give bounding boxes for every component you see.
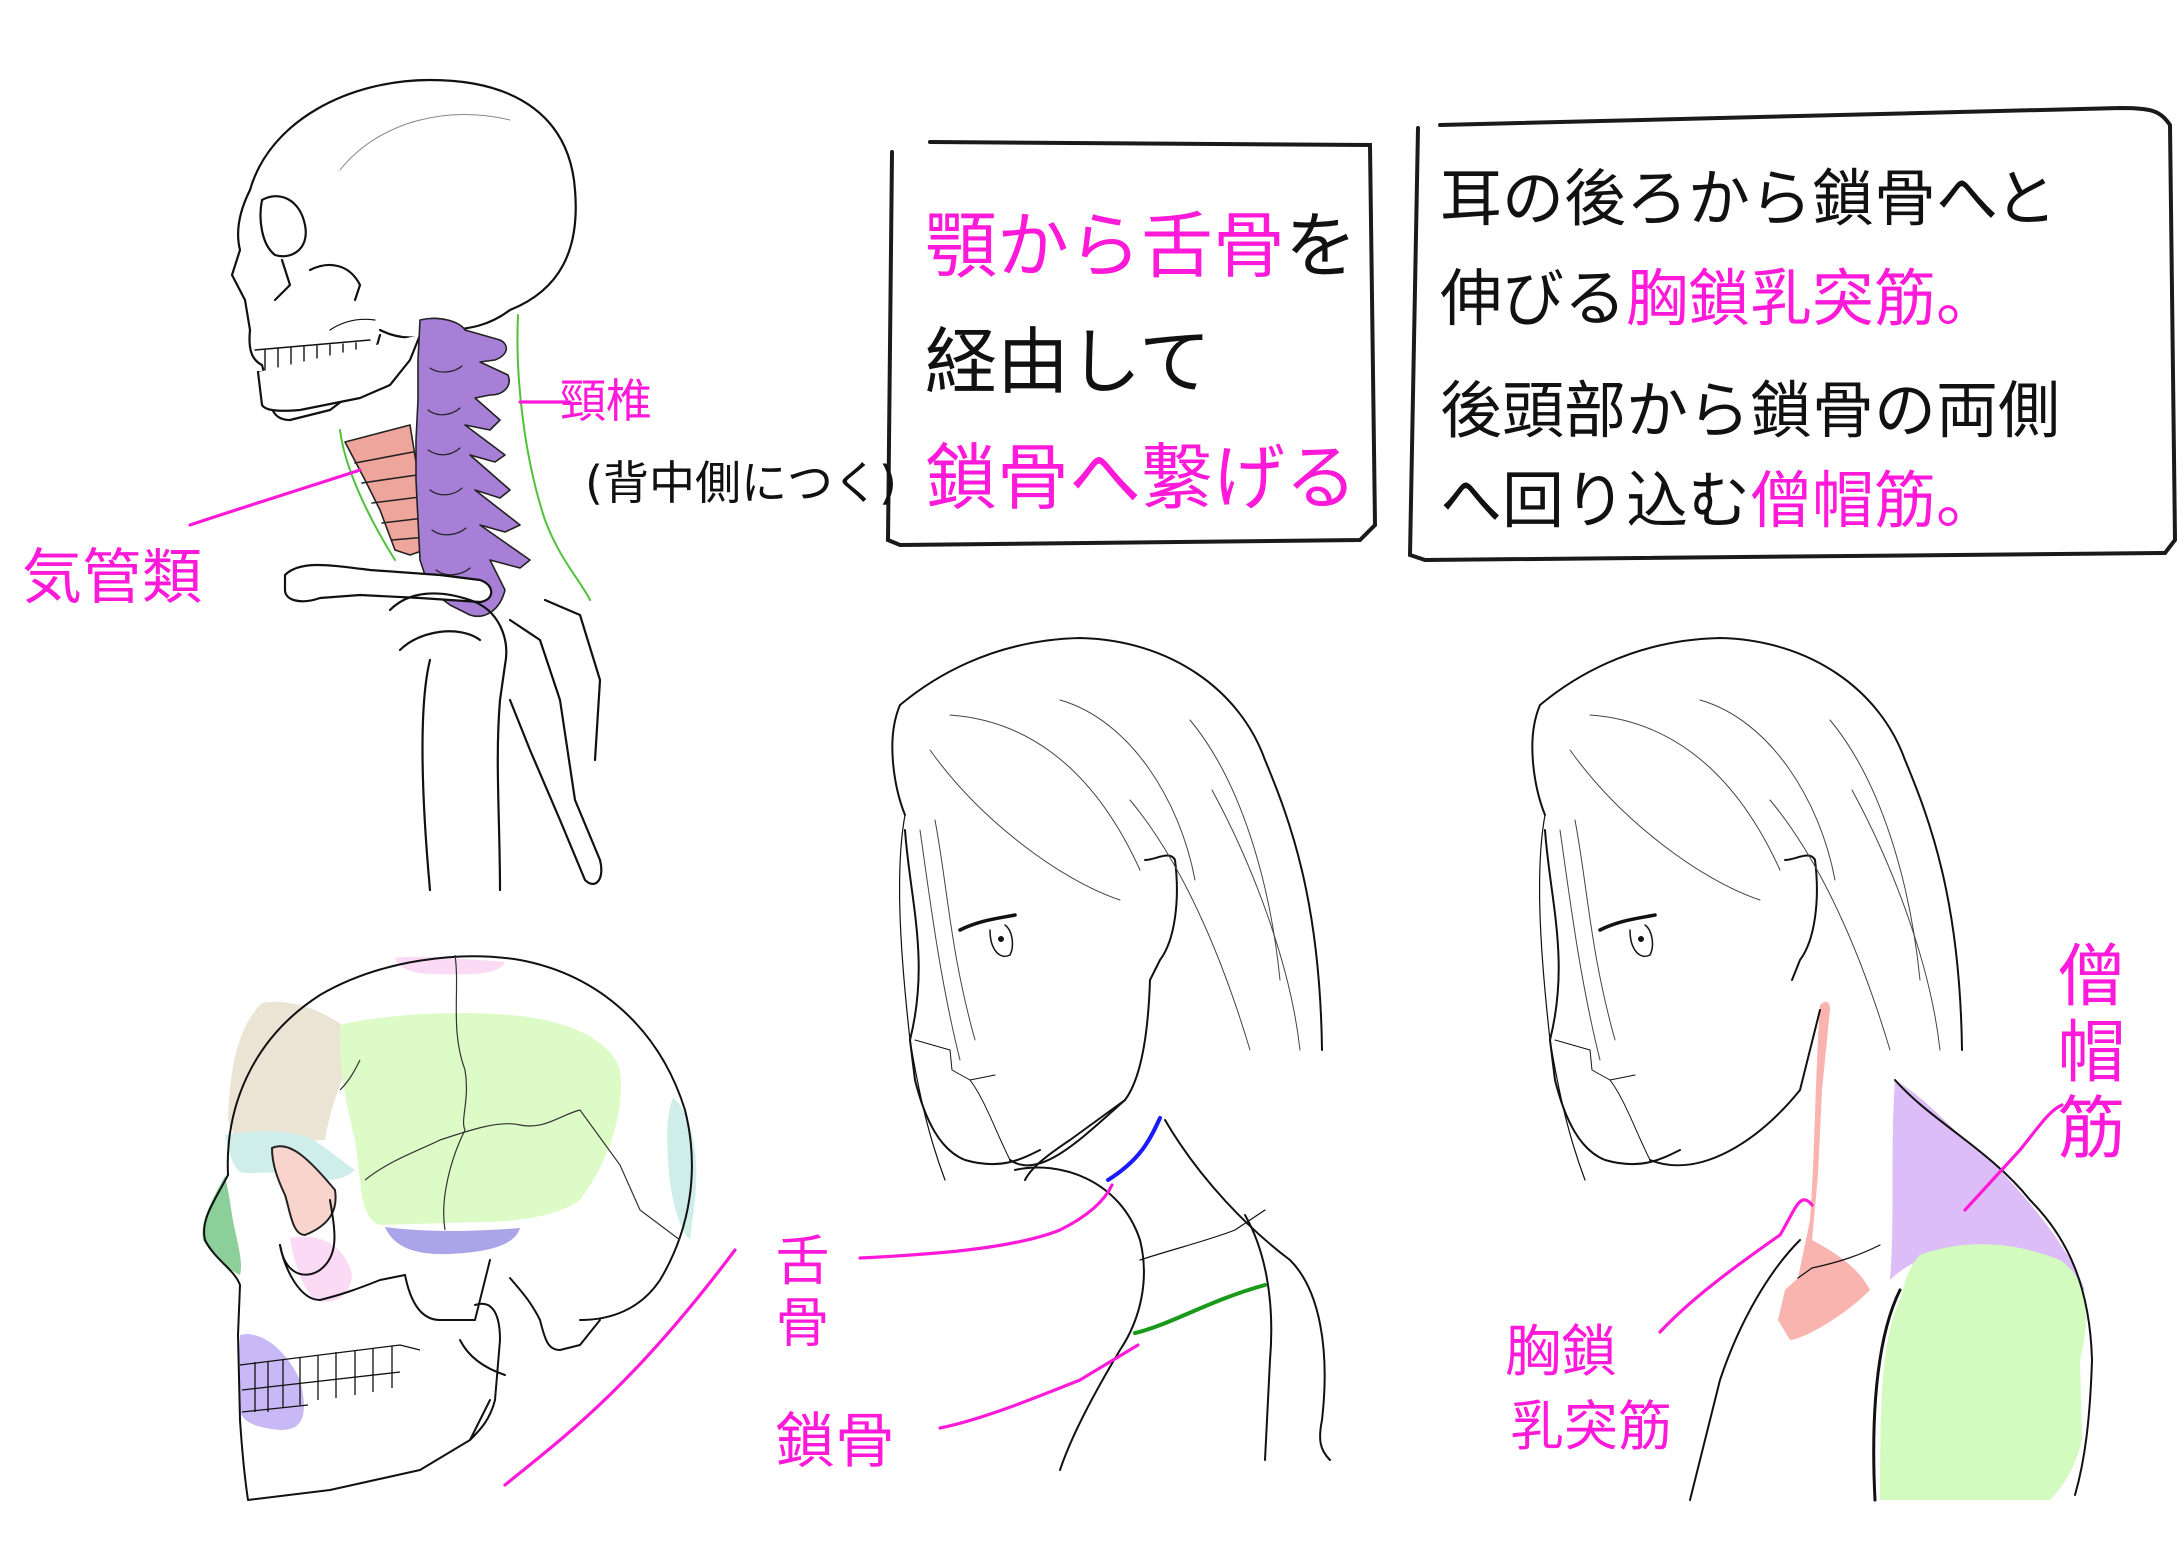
note-box-borders	[885, 105, 2178, 563]
label-scm-line-2: 乳突筋	[1510, 1395, 1672, 1458]
note-box-2-line-4-pink: 僧帽筋。	[1750, 464, 1999, 537]
note-box-1-line-1-black: を	[1285, 204, 1358, 288]
note-box-1-line-3: 鎖骨へ繋げる	[925, 436, 1358, 520]
note-box-1-line-2: 経由して	[925, 320, 1211, 404]
note-box-2-line-3: 後頭部から鎖骨の両側	[1440, 374, 2061, 447]
cervical-vertebrae-shape	[415, 317, 531, 617]
skeleton-neck-figure	[230, 78, 603, 892]
note-box-2-line-4-black: へ回り込む	[1440, 464, 1751, 537]
note-box-1: 顎から舌骨を 経由して 鎖骨へ繋げる	[925, 210, 1357, 514]
note-box-1-line-1-pink: 顎から舌骨	[925, 204, 1286, 288]
note-box-2-line-2-black: 伸びる	[1440, 262, 1627, 335]
note-box-2-line-2: 伸びる胸鎖乳突筋。	[1440, 268, 2060, 330]
note-box-1-line-1: 顎から舌骨を	[925, 210, 1357, 282]
colored-skull-figure	[202, 954, 697, 1501]
label-hyoid: 舌骨	[766, 1232, 829, 1356]
label-cervical-note: (背中側につく)	[585, 456, 897, 510]
note-box-2-line-4: へ回り込む僧帽筋。	[1440, 470, 2060, 532]
note-box-2-line-1: 耳の後ろから鎖骨へと	[1440, 162, 2057, 235]
label-trapezius: 僧帽筋	[2045, 940, 2124, 1168]
trachea-shape	[344, 424, 431, 556]
label-trachea: 気管類	[22, 543, 202, 613]
note-box-2: 耳の後ろから鎖骨へと 伸びる胸鎖乳突筋。 後頭部から鎖骨の両側 へ回り込む僧帽筋…	[1440, 168, 2060, 532]
note-box-2-line-2-pink: 胸鎖乳突筋。	[1626, 262, 1999, 335]
label-scm-line-1: 胸鎖	[1505, 1320, 1617, 1385]
label-leader-lines	[188, 400, 2064, 1487]
label-cervical-vertebrae: 頸椎	[560, 374, 652, 428]
label-clavicle: 鎖骨	[775, 1407, 895, 1477]
girl-profile-1-figure	[891, 637, 1331, 1471]
